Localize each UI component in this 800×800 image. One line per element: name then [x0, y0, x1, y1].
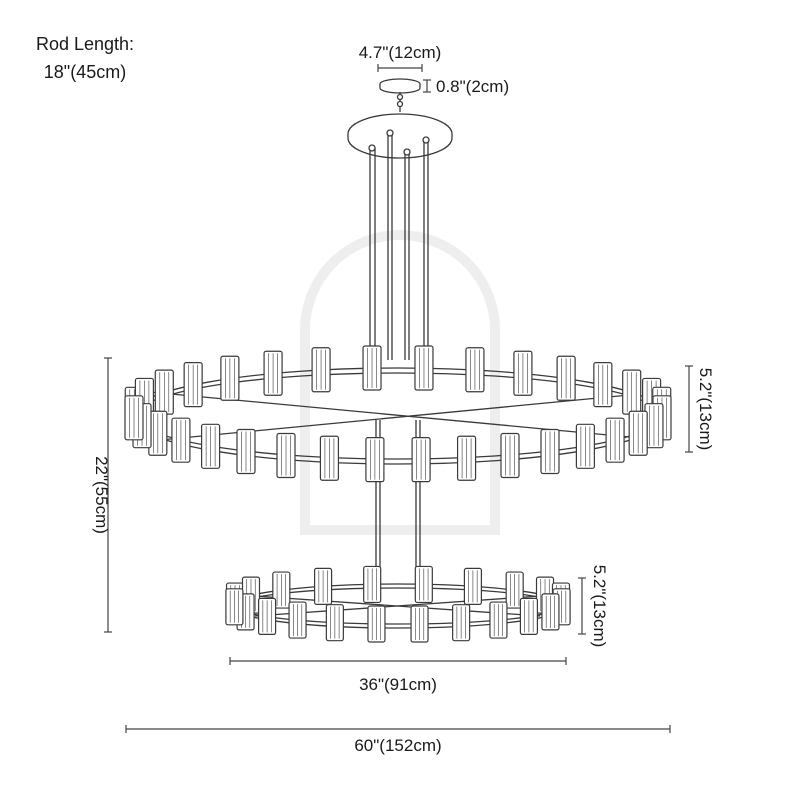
lower-ring-back-shade	[463, 567, 483, 605]
upper-ring-back-shade	[263, 350, 283, 396]
rod-length-label: Rod Length:	[35, 34, 135, 54]
upper-ring-front-shade	[365, 437, 385, 483]
lower-ring-front-shade	[325, 604, 344, 642]
upper-ring-back-shade	[622, 369, 642, 415]
upper-diameter-label: 60"(152cm)	[354, 736, 441, 755]
lower-ring-front-shade	[519, 597, 539, 635]
upper-ring-front-shade	[456, 435, 477, 481]
lower-ring-back-shade	[313, 567, 333, 605]
lower-ring-front-shade	[367, 605, 386, 643]
upper-ring-front-shade	[319, 435, 340, 481]
lower-ring-front-shade	[225, 588, 244, 626]
upper-ring-back-shade	[414, 345, 434, 391]
upper-ring-front-shade	[500, 432, 520, 479]
upper-ring-front-shade	[148, 410, 168, 456]
crystal-shades	[124, 345, 672, 643]
canopy	[347, 78, 453, 159]
lower-ring-front-shade	[257, 597, 277, 635]
upper-ring-back-shade	[154, 369, 174, 415]
upper-ring-back-shade	[183, 362, 203, 408]
upper-ring-back-shade	[220, 355, 240, 401]
lower-ring-front-shade	[452, 604, 471, 642]
lower-ring-back-shade	[363, 565, 382, 604]
canopy-width-label: 4.7"(12cm)	[359, 43, 442, 62]
upper-ring-back-shade	[362, 345, 382, 391]
upper-ring-front-shade	[171, 417, 191, 463]
upper-ring-back-shade	[465, 347, 485, 393]
lower-ring-back-shade	[272, 571, 291, 609]
upper-ring-front-shade	[236, 428, 256, 475]
upper-ring-front-shade	[201, 423, 221, 469]
total-height-label: 22"(55cm)	[92, 456, 111, 534]
lower-ring-front-shade	[489, 601, 508, 639]
upper-ring-front-shade	[575, 423, 595, 469]
rod-length-value: 18"(45cm)	[43, 62, 127, 82]
lower-diameter-label: 36"(91cm)	[359, 675, 437, 694]
lower-ring-front-shade	[541, 593, 560, 631]
dimension-lines	[104, 64, 693, 733]
upper-ring-front-shade	[605, 417, 625, 463]
upper-ring-front-shade	[628, 410, 648, 456]
upper-ring-back-shade	[593, 362, 613, 408]
upper-ring-front-shade	[276, 432, 296, 479]
lower-ring-front-shade	[410, 605, 429, 643]
upper-ring-front-shade	[124, 395, 144, 441]
watermark-logo	[300, 230, 500, 535]
canopy-height-label: 0.8"(2cm)	[436, 77, 509, 96]
lower-ring-height-label: 5.2"(13cm)	[590, 565, 609, 648]
upper-ring-back-shade	[311, 347, 331, 393]
lower-ring-back-shade	[505, 571, 524, 609]
upper-ring-back-shade	[556, 355, 576, 401]
lower-ring-front-shade	[288, 601, 307, 639]
upper-ring-front-shade	[540, 428, 560, 475]
upper-ring-back-shade	[513, 350, 533, 396]
upper-ring-height-label: 5.2"(13cm)	[696, 368, 715, 451]
upper-ring-front-shade	[411, 437, 431, 483]
lower-ring-back-shade	[414, 565, 433, 604]
rod-length-note: Rod Length: 18"(45cm)	[30, 30, 140, 86]
